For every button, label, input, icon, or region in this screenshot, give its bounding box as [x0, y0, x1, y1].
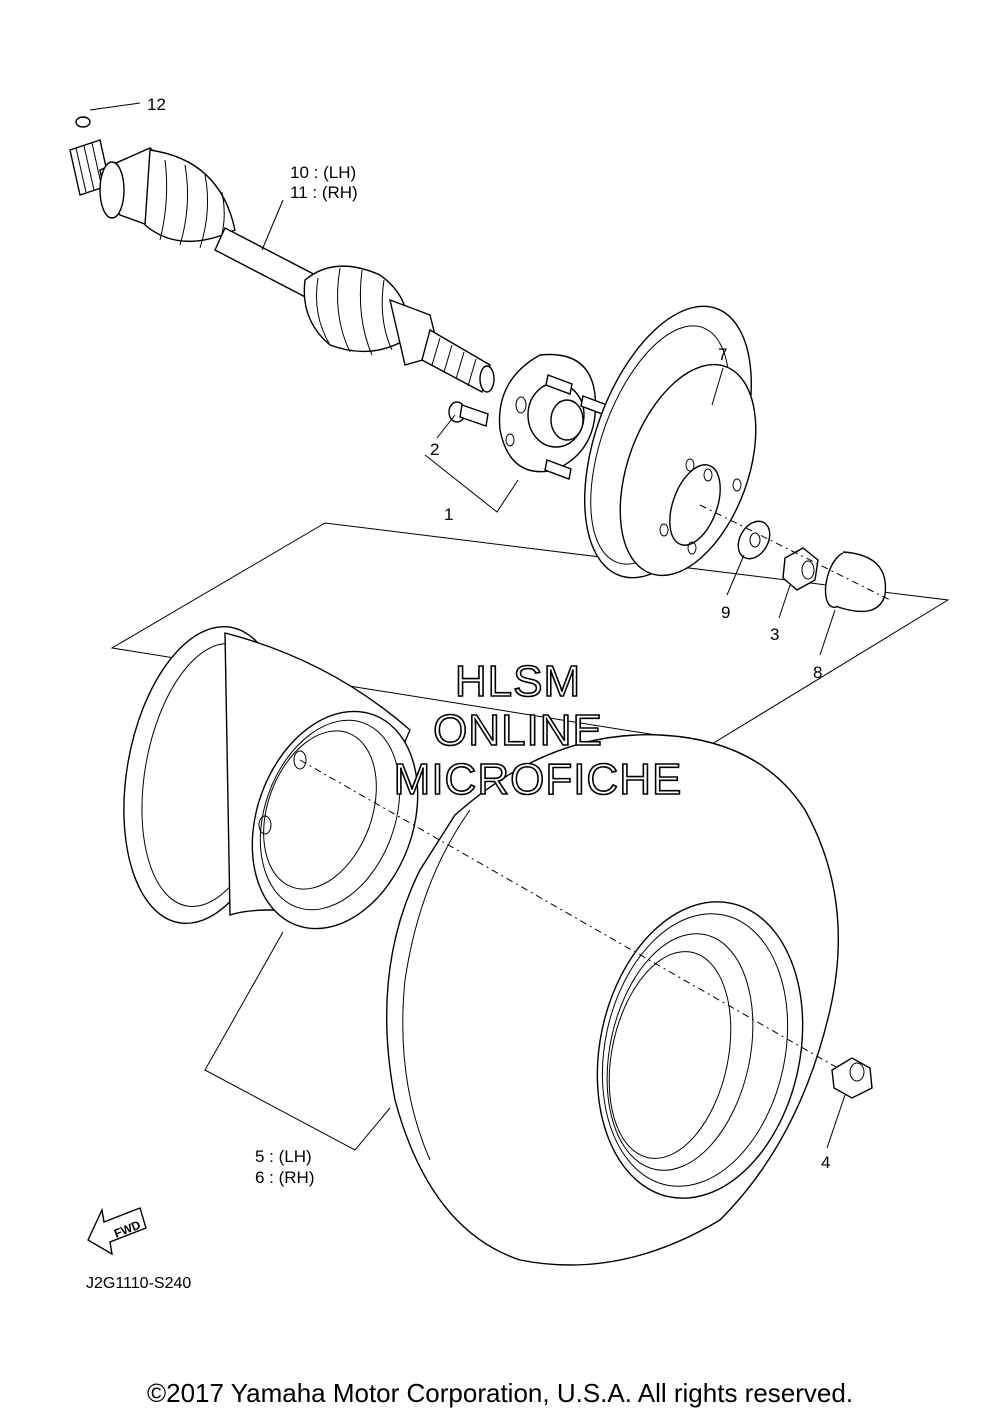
circlip [75, 116, 91, 128]
hub-stud [448, 401, 489, 427]
copyright-notice: ©2017 Yamaha Motor Corporation, U.S.A. A… [146, 1378, 854, 1408]
hub-assembly-frame [110, 522, 950, 745]
callout-7: 7 [718, 345, 727, 364]
hub-bracket [424, 454, 519, 513]
callout-5: 5 : (LH) [255, 1147, 312, 1166]
callout-4: 4 [821, 1153, 830, 1172]
watermark-line-3: MICROFICHE [394, 755, 683, 804]
forward-arrow-icon: FWD [87, 1207, 147, 1256]
wheel-rim-bracket [204, 931, 391, 1151]
tire [385, 734, 840, 1266]
brake-drum [584, 305, 757, 579]
callout-3: 3 [770, 625, 779, 644]
axle-nut [782, 547, 819, 591]
wheel-rim [123, 625, 419, 930]
washer [737, 520, 771, 560]
drive-shaft [69, 116, 495, 394]
callout-1: 1 [444, 505, 453, 524]
watermark-line-2: ONLINE [433, 706, 603, 755]
callout-8: 8 [813, 663, 822, 682]
callout-10: 10 : (LH) [290, 163, 356, 182]
callout-2: 2 [430, 440, 439, 459]
drawing-code: J2G1110-S240 [86, 1275, 191, 1292]
callout-12: 12 [147, 95, 166, 114]
callout-6: 6 : (RH) [255, 1168, 315, 1187]
watermark-line-1: HLSM [455, 657, 581, 706]
callout-11: 11 : (RH) [290, 183, 358, 202]
wheel-nut [831, 1057, 873, 1099]
callout-9: 9 [721, 603, 730, 622]
hub-cap [824, 551, 887, 613]
